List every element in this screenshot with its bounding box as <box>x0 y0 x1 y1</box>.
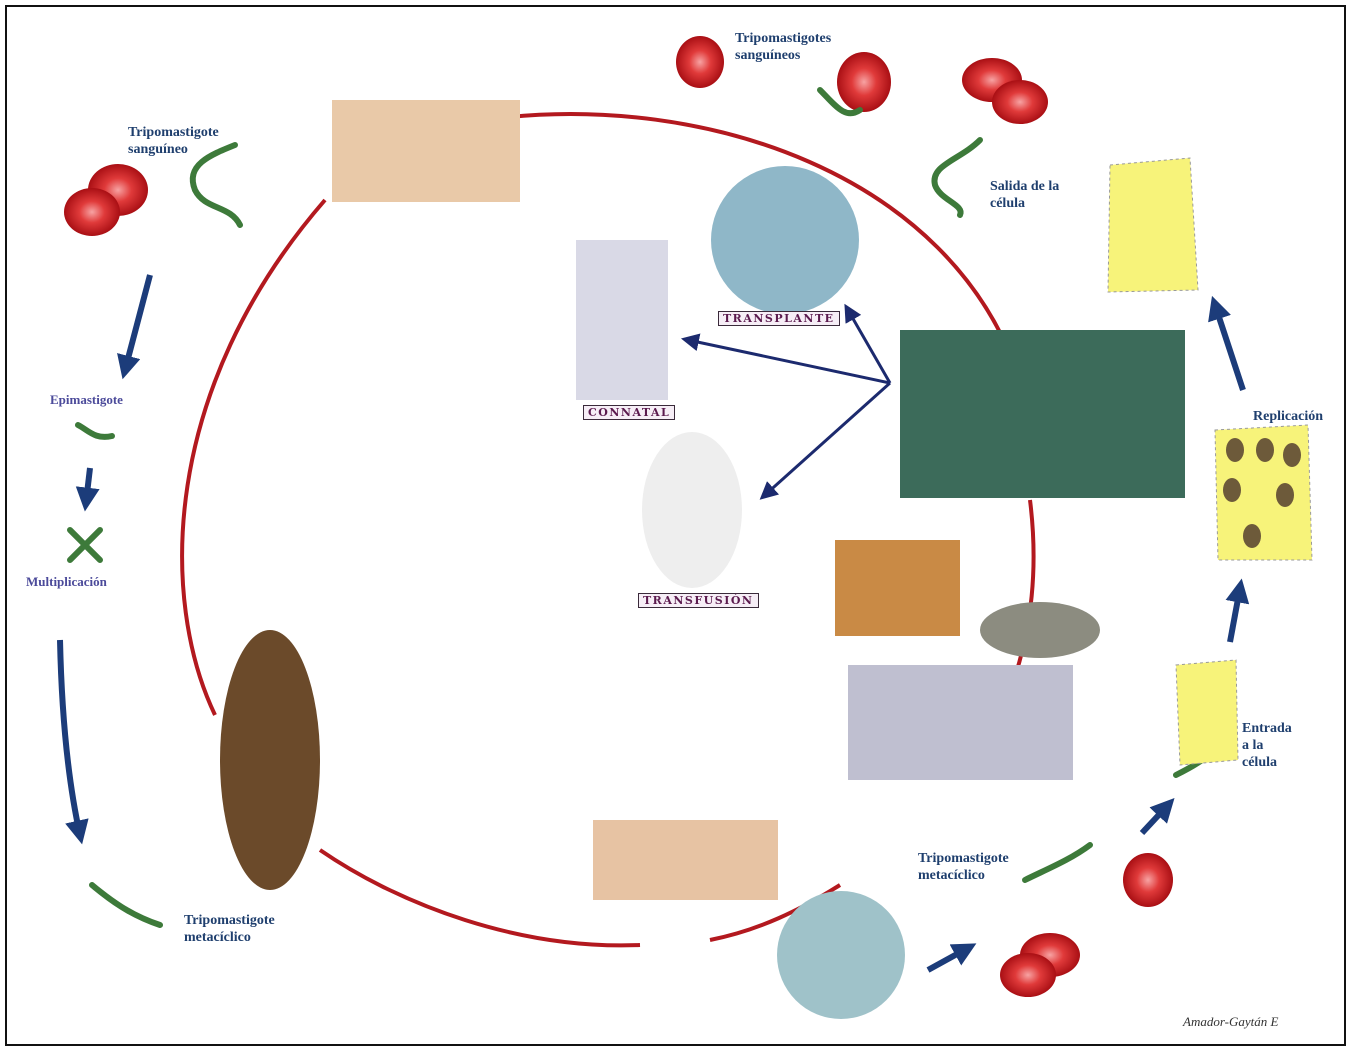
rbc-left <box>64 164 148 236</box>
label-line: metacíclico <box>918 867 1009 884</box>
dogs-photo <box>848 665 1073 780</box>
armadillo-photo <box>980 602 1100 658</box>
parasite-metacyclic-left <box>92 885 160 925</box>
label-line: metacíclico <box>184 929 275 946</box>
cat-photo <box>835 540 960 636</box>
author-credit: Amador-Gaytán E <box>1183 1014 1278 1030</box>
label-trypo-metaciclico-right: Tripomastigote metacíclico <box>918 850 1009 884</box>
label-line: sanguíneos <box>735 47 831 64</box>
label-multiplicacion: Multiplicación <box>26 573 107 590</box>
photos <box>220 100 1185 1019</box>
label-line: Tripomastigotes <box>735 30 831 47</box>
microscope-photo <box>777 891 905 1019</box>
box-connatal: CONNATAL <box>583 405 675 420</box>
arm-photo <box>593 820 778 900</box>
label-line: célula <box>1242 754 1292 771</box>
parasite-multiplication <box>70 530 100 560</box>
sleeping-woman-photo <box>900 330 1185 498</box>
rbc-top-3 <box>962 58 1048 124</box>
rbc-top-1 <box>676 36 724 88</box>
cell-entry <box>1176 660 1238 765</box>
label-line: Entrada <box>1242 720 1292 737</box>
label-line: Salida de la <box>990 178 1059 195</box>
cell-exit <box>1108 158 1198 292</box>
box-transplante: TRANSPLANTE <box>718 311 840 326</box>
label-trypo-sanguineo-left: Tripomastigote sanguíneo <box>128 124 219 158</box>
label-line: célula <box>990 195 1059 212</box>
label-trypo-metaciclico-left: Tripomastigote metacíclico <box>184 912 275 946</box>
parasite-metacyclic-right <box>1025 845 1090 880</box>
label-epimastigote: Epimastigote <box>50 391 123 408</box>
box-transfusion: TRANSFUSIÓN <box>638 593 759 608</box>
transplant-photo <box>711 166 859 314</box>
parasite-exit <box>934 140 980 215</box>
rbc-top-2 <box>837 52 891 112</box>
label-line: sanguíneo <box>128 141 219 158</box>
label-trypo-sanguineos-top: Tripomastigotes sanguíneos <box>735 30 831 64</box>
kissing-bug-large <box>220 630 320 890</box>
transfusion-photo <box>642 432 742 588</box>
rbc-bottom-2 <box>1000 933 1080 997</box>
label-replicacion: Replicación <box>1253 408 1323 425</box>
label-entrada: Entrada a la célula <box>1242 720 1292 771</box>
label-line: Tripomastigote <box>918 850 1009 867</box>
parasite-epimastigote <box>78 425 112 437</box>
pregnant-woman-photo <box>576 240 668 400</box>
label-line: a la <box>1242 737 1292 754</box>
label-line: Tripomastigote <box>128 124 219 141</box>
bug-biting-photo <box>332 100 520 202</box>
label-line: Tripomastigote <box>184 912 275 929</box>
rbc-bottom-1 <box>1123 853 1173 907</box>
label-salida: Salida de la célula <box>990 178 1059 212</box>
